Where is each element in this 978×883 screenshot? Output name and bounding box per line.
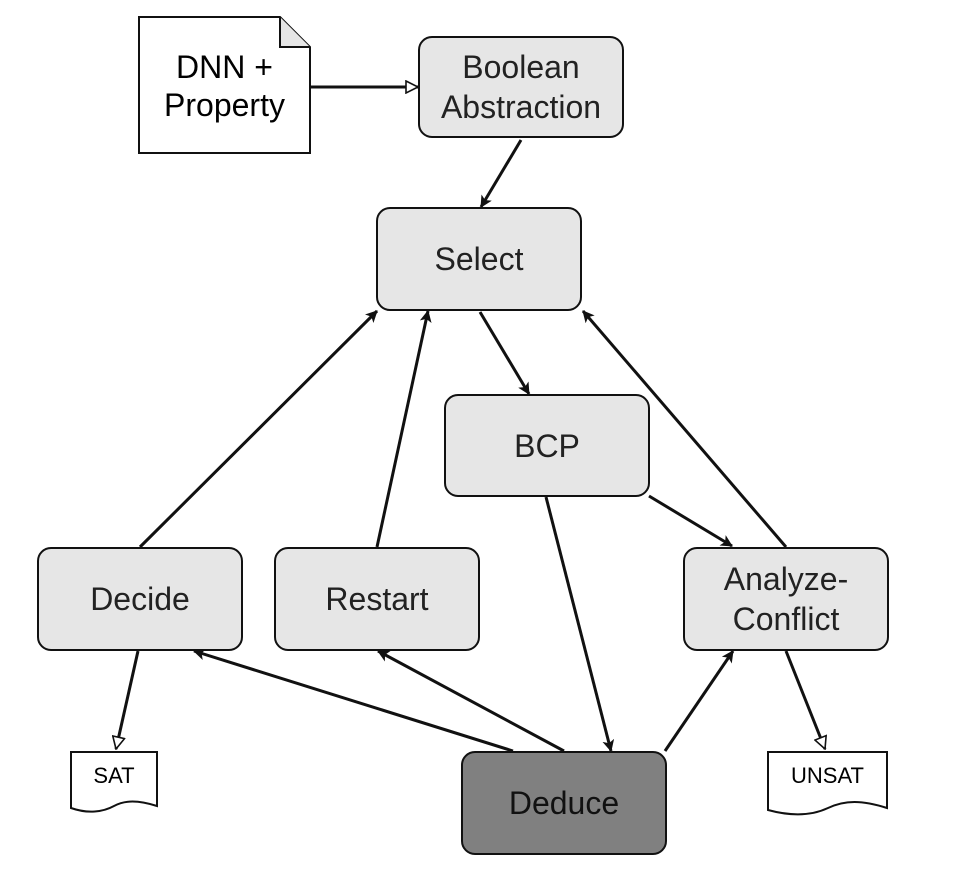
- node-analyze-conflict: Analyze- Conflict: [683, 547, 889, 651]
- node-boolean-abstraction: Boolean Abstraction: [418, 36, 624, 138]
- edge-deduce-to-decide: [193, 648, 514, 753]
- input-document-shape: [138, 16, 311, 154]
- edge-analyze-conflict-to-unsat: [784, 650, 825, 749]
- sat-document-shape: [70, 751, 158, 813]
- edge-boolean-abstraction-to-select: [479, 139, 523, 208]
- sat-output-label: SAT: [93, 763, 135, 788]
- node-decide: Decide: [37, 547, 243, 651]
- edge-deduce-to-analyze-conflict: [663, 650, 735, 752]
- edge-decide-to-select: [138, 309, 379, 549]
- edge-select-to-bcp: [478, 311, 531, 395]
- input-document-fold: [279, 17, 310, 48]
- node-restart: Restart: [274, 547, 480, 651]
- edge-deduce-to-restart: [377, 649, 565, 753]
- edge-analyze-conflict-to-select: [581, 310, 788, 548]
- edge-restart-to-select: [375, 310, 432, 548]
- edge-decide-to-sat: [116, 650, 140, 749]
- input-document-label: DNN + Property: [164, 49, 285, 123]
- unsat-output-label: UNSAT: [791, 763, 864, 788]
- node-bcp: BCP: [444, 394, 650, 497]
- edge-bcp-to-analyze-conflict: [648, 494, 733, 548]
- node-deduce: Deduce: [461, 751, 667, 855]
- unsat-document-shape: [767, 751, 888, 816]
- node-select: Select: [376, 207, 582, 311]
- edge-bcp-to-deduce: [544, 496, 615, 752]
